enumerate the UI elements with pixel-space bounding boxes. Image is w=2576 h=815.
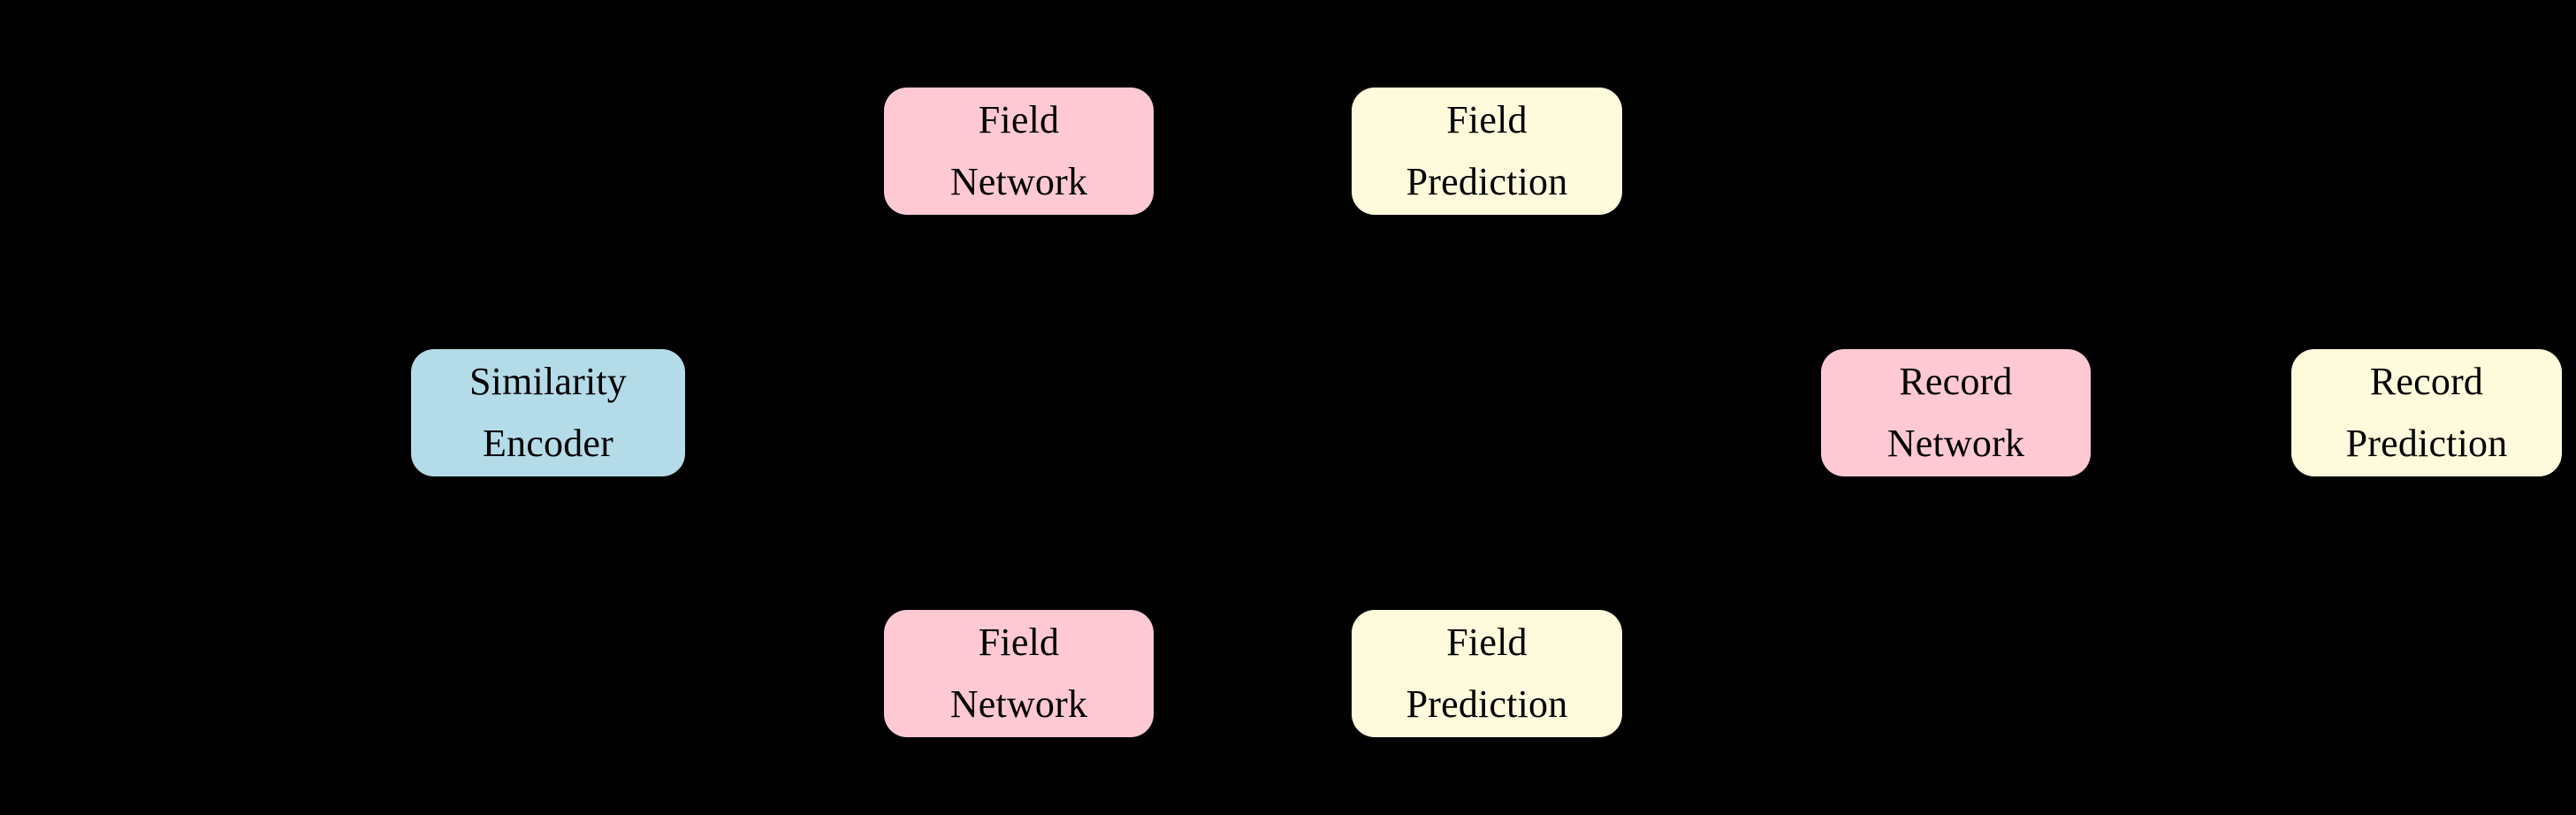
- node-field-network-top[interactable]: Field Network: [884, 88, 1154, 215]
- node-label-line2: Encoder: [483, 422, 614, 465]
- node-field-prediction-top[interactable]: Field Prediction: [1352, 88, 1622, 215]
- node-record-prediction[interactable]: Record Prediction: [2291, 349, 2562, 476]
- edge-field-prediction-top-to-record-network: [1622, 149, 1825, 427]
- node-label-line2: Network: [1886, 422, 2025, 465]
- node-record-network[interactable]: Record Network: [1821, 349, 2091, 476]
- node-label-line1: Record: [2369, 360, 2484, 403]
- edge-similarity-encoder-to-field-network-top: [685, 137, 888, 395]
- node-label-line1: Similarity: [469, 360, 627, 403]
- edge-field-prediction-bottom-to-record-network: [1622, 399, 1825, 675]
- node-label-line2: Network: [949, 160, 1088, 203]
- node-label-line1: Field: [978, 98, 1060, 141]
- node-field-prediction-bottom[interactable]: Field Prediction: [1352, 610, 1622, 737]
- node-label-line1: Record: [1899, 360, 2013, 403]
- node-label-line1: Field: [978, 621, 1060, 664]
- node-label-line1: Field: [1446, 621, 1528, 664]
- node-field-network-bottom[interactable]: Field Network: [884, 610, 1154, 737]
- edge-similarity-encoder-to-field-network-bottom: [685, 430, 888, 688]
- node-label-line2: Prediction: [1406, 682, 1568, 726]
- node-label-line2: Prediction: [1406, 160, 1568, 203]
- node-label-line1: Field: [1446, 98, 1528, 141]
- node-label-line2: Prediction: [2345, 422, 2508, 465]
- node-similarity-encoder[interactable]: Similarity Encoder: [411, 349, 685, 476]
- node-label-line2: Network: [949, 682, 1088, 726]
